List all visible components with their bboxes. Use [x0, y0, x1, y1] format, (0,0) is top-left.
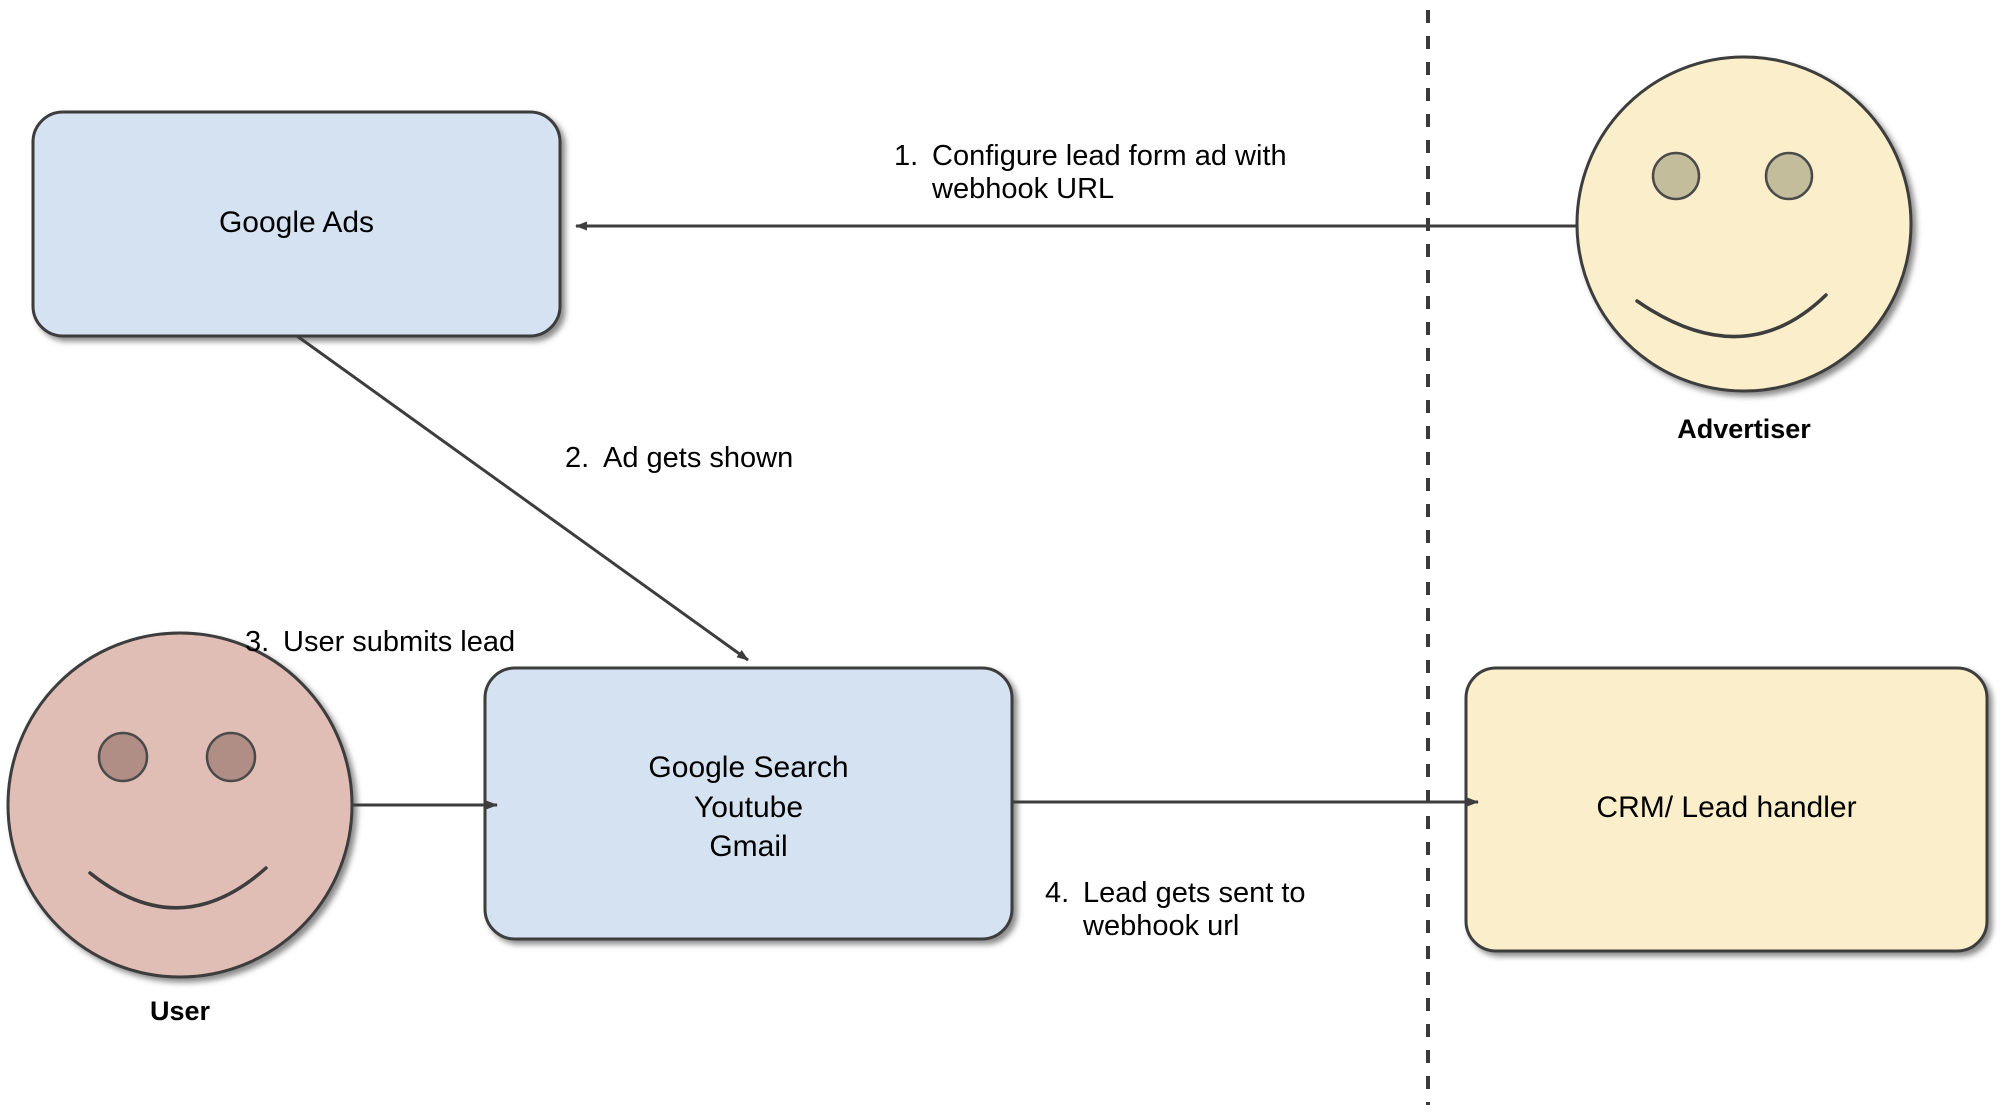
- edge-step3-text: User submits lead: [283, 626, 516, 659]
- node-google-ads[interactable]: [31, 110, 562, 338]
- edge-step1-text: Configure lead form ad with webhook URL: [932, 140, 1287, 205]
- edge-step2-text: Ad gets shown: [603, 442, 794, 475]
- advertiser-left-eye-icon: [1651, 151, 1701, 201]
- user-left-eye-icon: [97, 731, 149, 783]
- user-face-circle: [6, 631, 354, 979]
- edge-step2-arrow[interactable]: [296, 334, 749, 662]
- edge-step1-number: 1.: [894, 140, 919, 173]
- edge-step2-label: 2. Ad gets shown: [565, 410, 985, 475]
- edge-step3-label: 3. User submits lead: [245, 594, 645, 659]
- edge-step2-number: 2.: [565, 442, 590, 475]
- node-user-label: User: [149, 996, 211, 1026]
- node-user[interactable]: [6, 631, 354, 979]
- user-right-eye-icon: [205, 731, 257, 783]
- user-smile-icon: [88, 866, 268, 910]
- edge-step4-number: 4.: [1045, 877, 1070, 910]
- edge-step3-number: 3.: [245, 626, 270, 659]
- advertiser-right-eye-icon: [1764, 151, 1814, 201]
- advertiser-face-circle: [1575, 55, 1913, 393]
- node-advertiser[interactable]: [1575, 55, 1913, 393]
- edge-step1-label: 1. Configure lead form ad with webhook UR…: [894, 108, 1394, 205]
- node-google-properties[interactable]: [483, 666, 1014, 941]
- edge-step4-text: Lead gets sent to webhook url: [1083, 877, 1306, 942]
- edge-step4-label: 4. Lead gets sent to webhook url: [1045, 845, 1465, 942]
- node-crm[interactable]: [1464, 666, 1989, 953]
- advertiser-smile-icon: [1635, 293, 1828, 339]
- node-advertiser-label: Advertiser: [1677, 414, 1811, 444]
